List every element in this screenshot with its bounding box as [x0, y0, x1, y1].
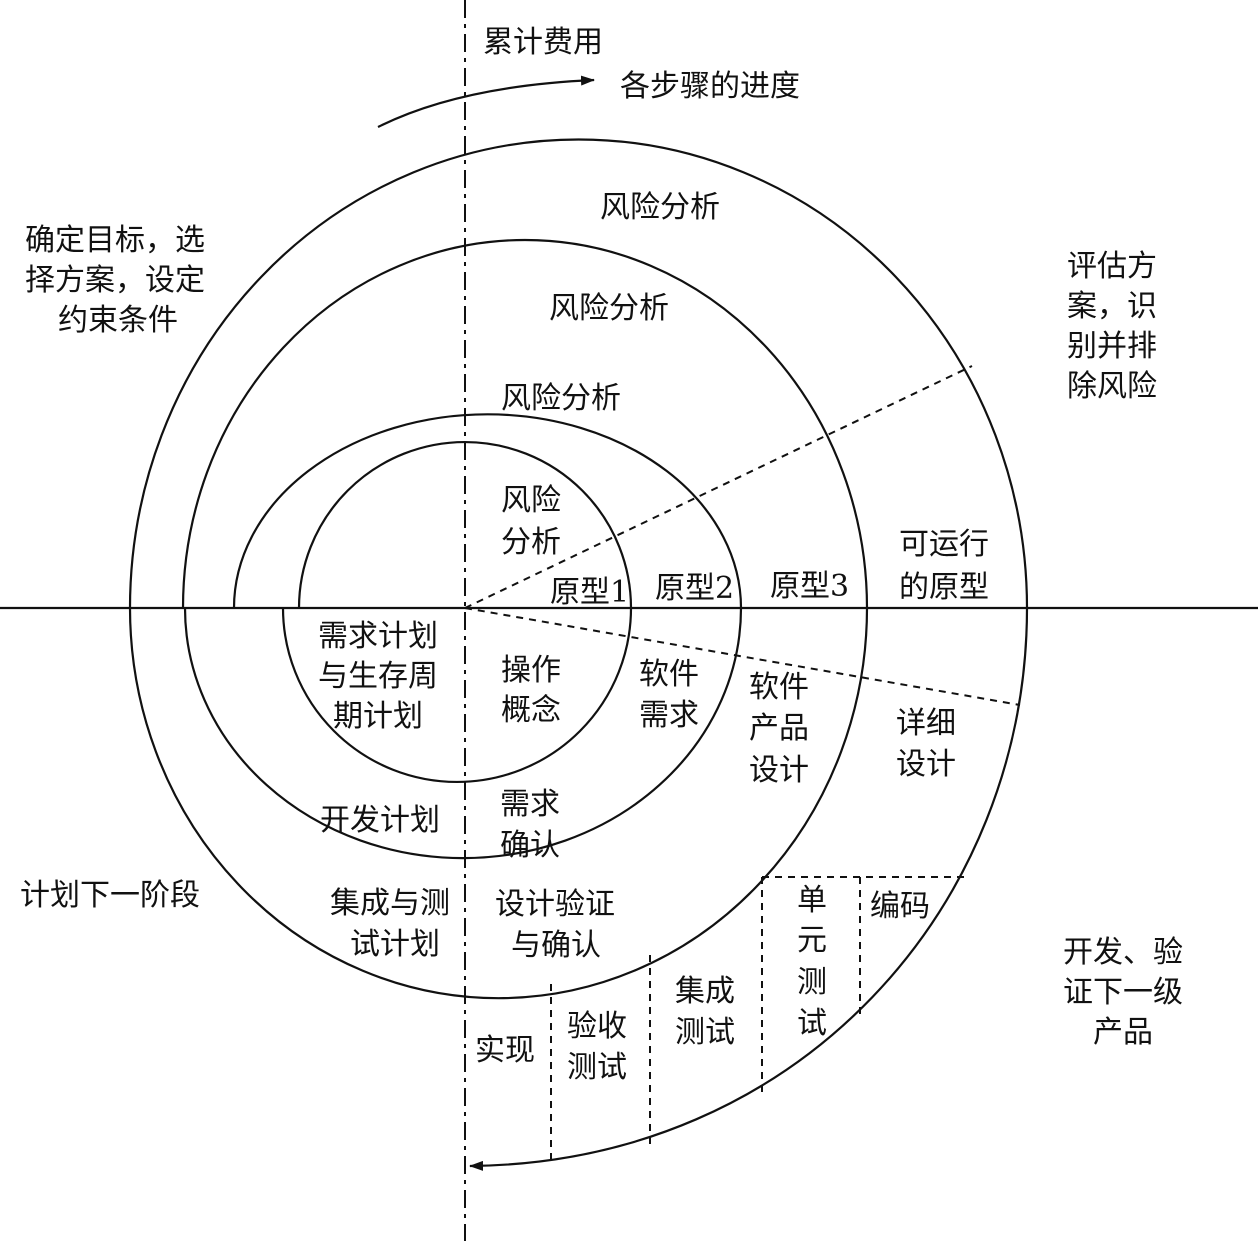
- svg-text:除风险: 除风险: [1067, 369, 1157, 404]
- requirements-validation-label: 需求 确认: [500, 787, 560, 863]
- svg-text:设计: 设计: [896, 747, 956, 782]
- prototype-3-label: 原型3: [770, 569, 849, 604]
- svg-text:详细: 详细: [896, 706, 956, 741]
- operation-concept-label: 操作 概念: [501, 653, 561, 728]
- svg-text:测试: 测试: [567, 1050, 627, 1085]
- svg-text:软件: 软件: [639, 657, 699, 692]
- svg-text:可运行: 可运行: [899, 527, 989, 562]
- cumulative-cost-label: 累计费用: [483, 25, 603, 60]
- risk-analysis-outer: 风险分析: [600, 190, 720, 225]
- svg-text:的原型: 的原型: [899, 570, 989, 605]
- svg-text:设计: 设计: [749, 753, 809, 788]
- prototype-2-label: 原型2: [655, 571, 734, 606]
- implementation-label: 实现: [475, 1033, 535, 1068]
- svg-text:期计划: 期计划: [333, 699, 423, 734]
- svg-text:风险: 风险: [501, 483, 561, 518]
- svg-text:产品: 产品: [1093, 1015, 1153, 1050]
- prototype-1-label: 原型1: [550, 575, 629, 610]
- svg-text:确认: 确认: [500, 828, 560, 863]
- spiral-upper-arc-1: [297, 440, 633, 609]
- svg-text:操作: 操作: [501, 653, 561, 688]
- spiral-upper-arc-4: [128, 138, 1029, 609]
- unit-test-label: 单 元 测 试: [797, 883, 827, 1041]
- svg-text:概念: 概念: [501, 693, 561, 728]
- svg-text:约束条件: 约束条件: [58, 303, 178, 338]
- quadrant-top-left-label: 确定目标，选 择方案，设定 约束条件: [25, 223, 205, 338]
- risk-boundary-line: [464, 365, 973, 609]
- integration-test-label: 集成 测试: [675, 974, 735, 1050]
- svg-text:设计验证: 设计验证: [495, 887, 615, 922]
- requirements-plan-label: 需求计划 与生存周 期计划: [318, 619, 438, 734]
- spiral-lower-arc-3: [128, 607, 869, 1000]
- svg-text:验收: 验收: [567, 1009, 627, 1044]
- software-product-design-label: 软件 产品 设计: [749, 670, 809, 788]
- svg-text:别并排: 别并排: [1067, 329, 1157, 364]
- risk-analysis-third: 风险分析: [501, 381, 621, 416]
- svg-text:需求: 需求: [639, 698, 699, 733]
- software-requirements-label: 软件 需求: [639, 657, 699, 733]
- spiral-upper-arc-2: [232, 413, 743, 609]
- detailed-design-label: 详细 设计: [896, 706, 956, 782]
- svg-text:与确认: 与确认: [511, 928, 601, 963]
- svg-text:集成: 集成: [675, 974, 735, 1009]
- svg-text:开发、验: 开发、验: [1063, 935, 1183, 970]
- operational-prototype-label: 可运行 的原型: [899, 527, 989, 605]
- svg-text:元: 元: [797, 923, 827, 958]
- svg-text:试: 试: [797, 1006, 827, 1041]
- svg-text:软件: 软件: [749, 670, 809, 705]
- svg-text:测试: 测试: [675, 1015, 735, 1050]
- svg-text:测: 测: [797, 965, 827, 1000]
- coding-label: 编码: [870, 889, 930, 924]
- svg-text:与生存周: 与生存周: [318, 659, 438, 694]
- svg-text:证下一级: 证下一级: [1063, 975, 1183, 1010]
- svg-text:单: 单: [797, 883, 827, 918]
- svg-text:案，识: 案，识: [1067, 289, 1157, 324]
- quadrant-top-right-label: 评估方 案，识 别并排 除风险: [1067, 249, 1157, 404]
- svg-text:试计划: 试计划: [350, 927, 440, 962]
- svg-text:分析: 分析: [501, 525, 561, 560]
- svg-text:集成与测: 集成与测: [330, 886, 450, 921]
- svg-text:确定目标，选: 确定目标，选: [25, 223, 205, 258]
- spiral-outer-arc: [469, 607, 1029, 1171]
- svg-text:需求: 需求: [500, 787, 560, 822]
- quadrant-bottom-left-label: 计划下一阶段: [20, 878, 200, 913]
- svg-text:择方案，设定: 择方案，设定: [25, 263, 205, 298]
- integration-test-plan-label: 集成与测 试计划: [330, 886, 450, 962]
- spiral-lower-arc-2: [183, 607, 743, 860]
- quadrant-bottom-right-label: 开发、验 证下一级 产品: [1063, 935, 1183, 1050]
- progress-arrow: [377, 75, 595, 128]
- design-verification-label: 设计验证 与确认: [495, 887, 615, 963]
- acceptance-test-label: 验收 测试: [567, 1009, 627, 1085]
- development-plan-label: 开发计划: [320, 803, 440, 838]
- develop-boundary-line: [464, 607, 1021, 706]
- risk-analysis-inner: 风险 分析: [501, 483, 561, 560]
- progress-label: 各步骤的进度: [620, 69, 800, 104]
- risk-analysis-second: 风险分析: [549, 291, 669, 326]
- spiral-upper-arc-3: [181, 238, 869, 609]
- svg-text:需求计划: 需求计划: [318, 619, 438, 654]
- spiral-lower-arc-1: [281, 607, 633, 784]
- svg-text:评估方: 评估方: [1067, 249, 1157, 284]
- svg-text:产品: 产品: [749, 711, 809, 746]
